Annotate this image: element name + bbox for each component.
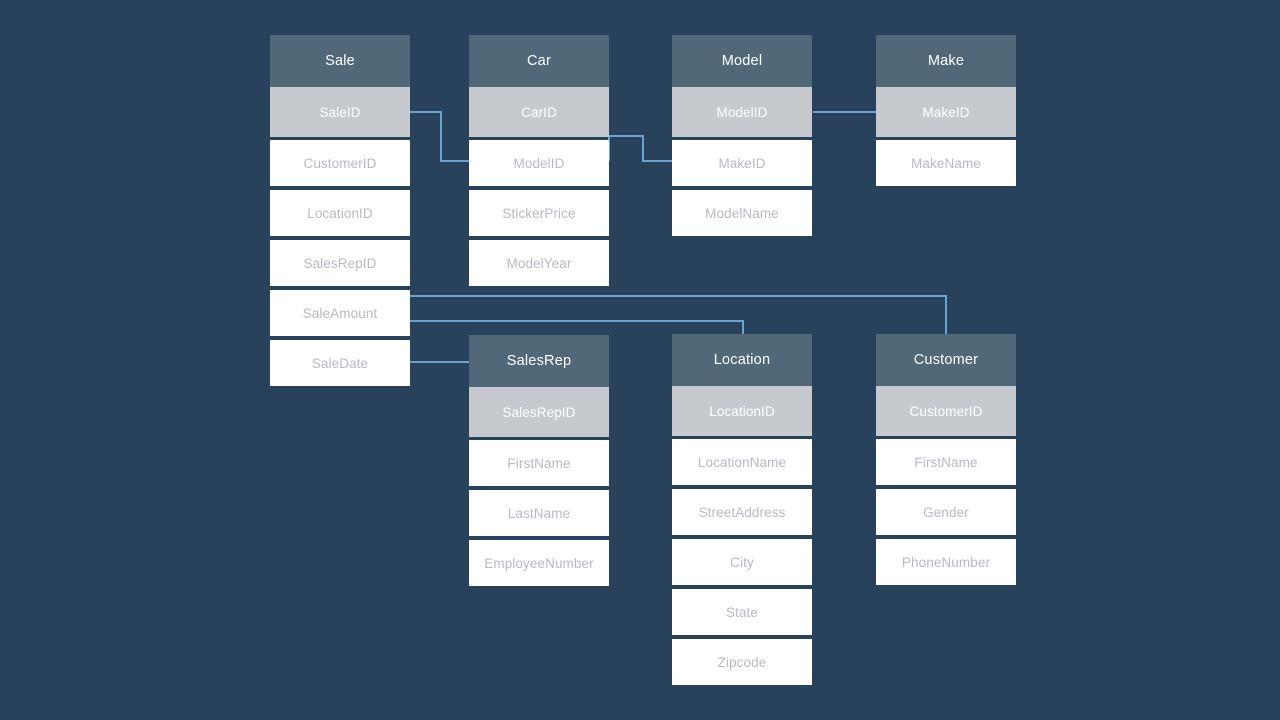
entity-title-customer: Customer [876,334,1016,386]
primary-key-field-salesrepid[interactable]: SalesRepID [469,387,609,437]
field-locationname[interactable]: LocationName [672,439,812,485]
entity-title-make: Make [876,35,1016,87]
relationship-line-sale-customerid-to-customer [410,295,947,335]
relationship-line-model-makeid-to-car-modelid [608,135,672,162]
primary-key-field-makeid[interactable]: MakeID [876,87,1016,137]
primary-key-field-saleid[interactable]: SaleID [270,87,410,137]
field-gender[interactable]: Gender [876,489,1016,535]
field-makename[interactable]: MakeName [876,140,1016,186]
field-locationid[interactable]: LocationID [270,190,410,236]
relationship-line-car-modelid-to-sale-saleid [409,111,469,162]
field-phonenumber[interactable]: PhoneNumber [876,539,1016,585]
field-saleamount[interactable]: SaleAmount [270,290,410,336]
field-salesrepid[interactable]: SalesRepID [270,240,410,286]
field-zipcode[interactable]: Zipcode [672,639,812,685]
field-saledate[interactable]: SaleDate [270,340,410,386]
primary-key-field-carid[interactable]: CarID [469,87,609,137]
field-firstname[interactable]: FirstName [469,440,609,486]
field-customerid[interactable]: CustomerID [270,140,410,186]
field-modelname[interactable]: ModelName [672,190,812,236]
field-stickerprice[interactable]: StickerPrice [469,190,609,236]
field-streetaddress[interactable]: StreetAddress [672,489,812,535]
field-lastname[interactable]: LastName [469,490,609,536]
field-makeid[interactable]: MakeID [672,140,812,186]
relationship-line-sale-locationid-to-location [410,320,744,335]
entity-title-car: Car [469,35,609,87]
primary-key-field-customerid[interactable]: CustomerID [876,386,1016,436]
field-employeenumber[interactable]: EmployeeNumber [469,540,609,586]
primary-key-field-locationid[interactable]: LocationID [672,386,812,436]
entity-title-model: Model [672,35,812,87]
field-firstname[interactable]: FirstName [876,439,1016,485]
field-modelyear[interactable]: ModelYear [469,240,609,286]
field-modelid[interactable]: ModelID [469,140,609,186]
entity-title-salesrep: SalesRep [469,335,609,387]
primary-key-field-modelid[interactable]: ModelID [672,87,812,137]
entity-title-location: Location [672,334,812,386]
entity-title-sale: Sale [270,35,410,87]
field-city[interactable]: City [672,539,812,585]
field-state[interactable]: State [672,589,812,635]
